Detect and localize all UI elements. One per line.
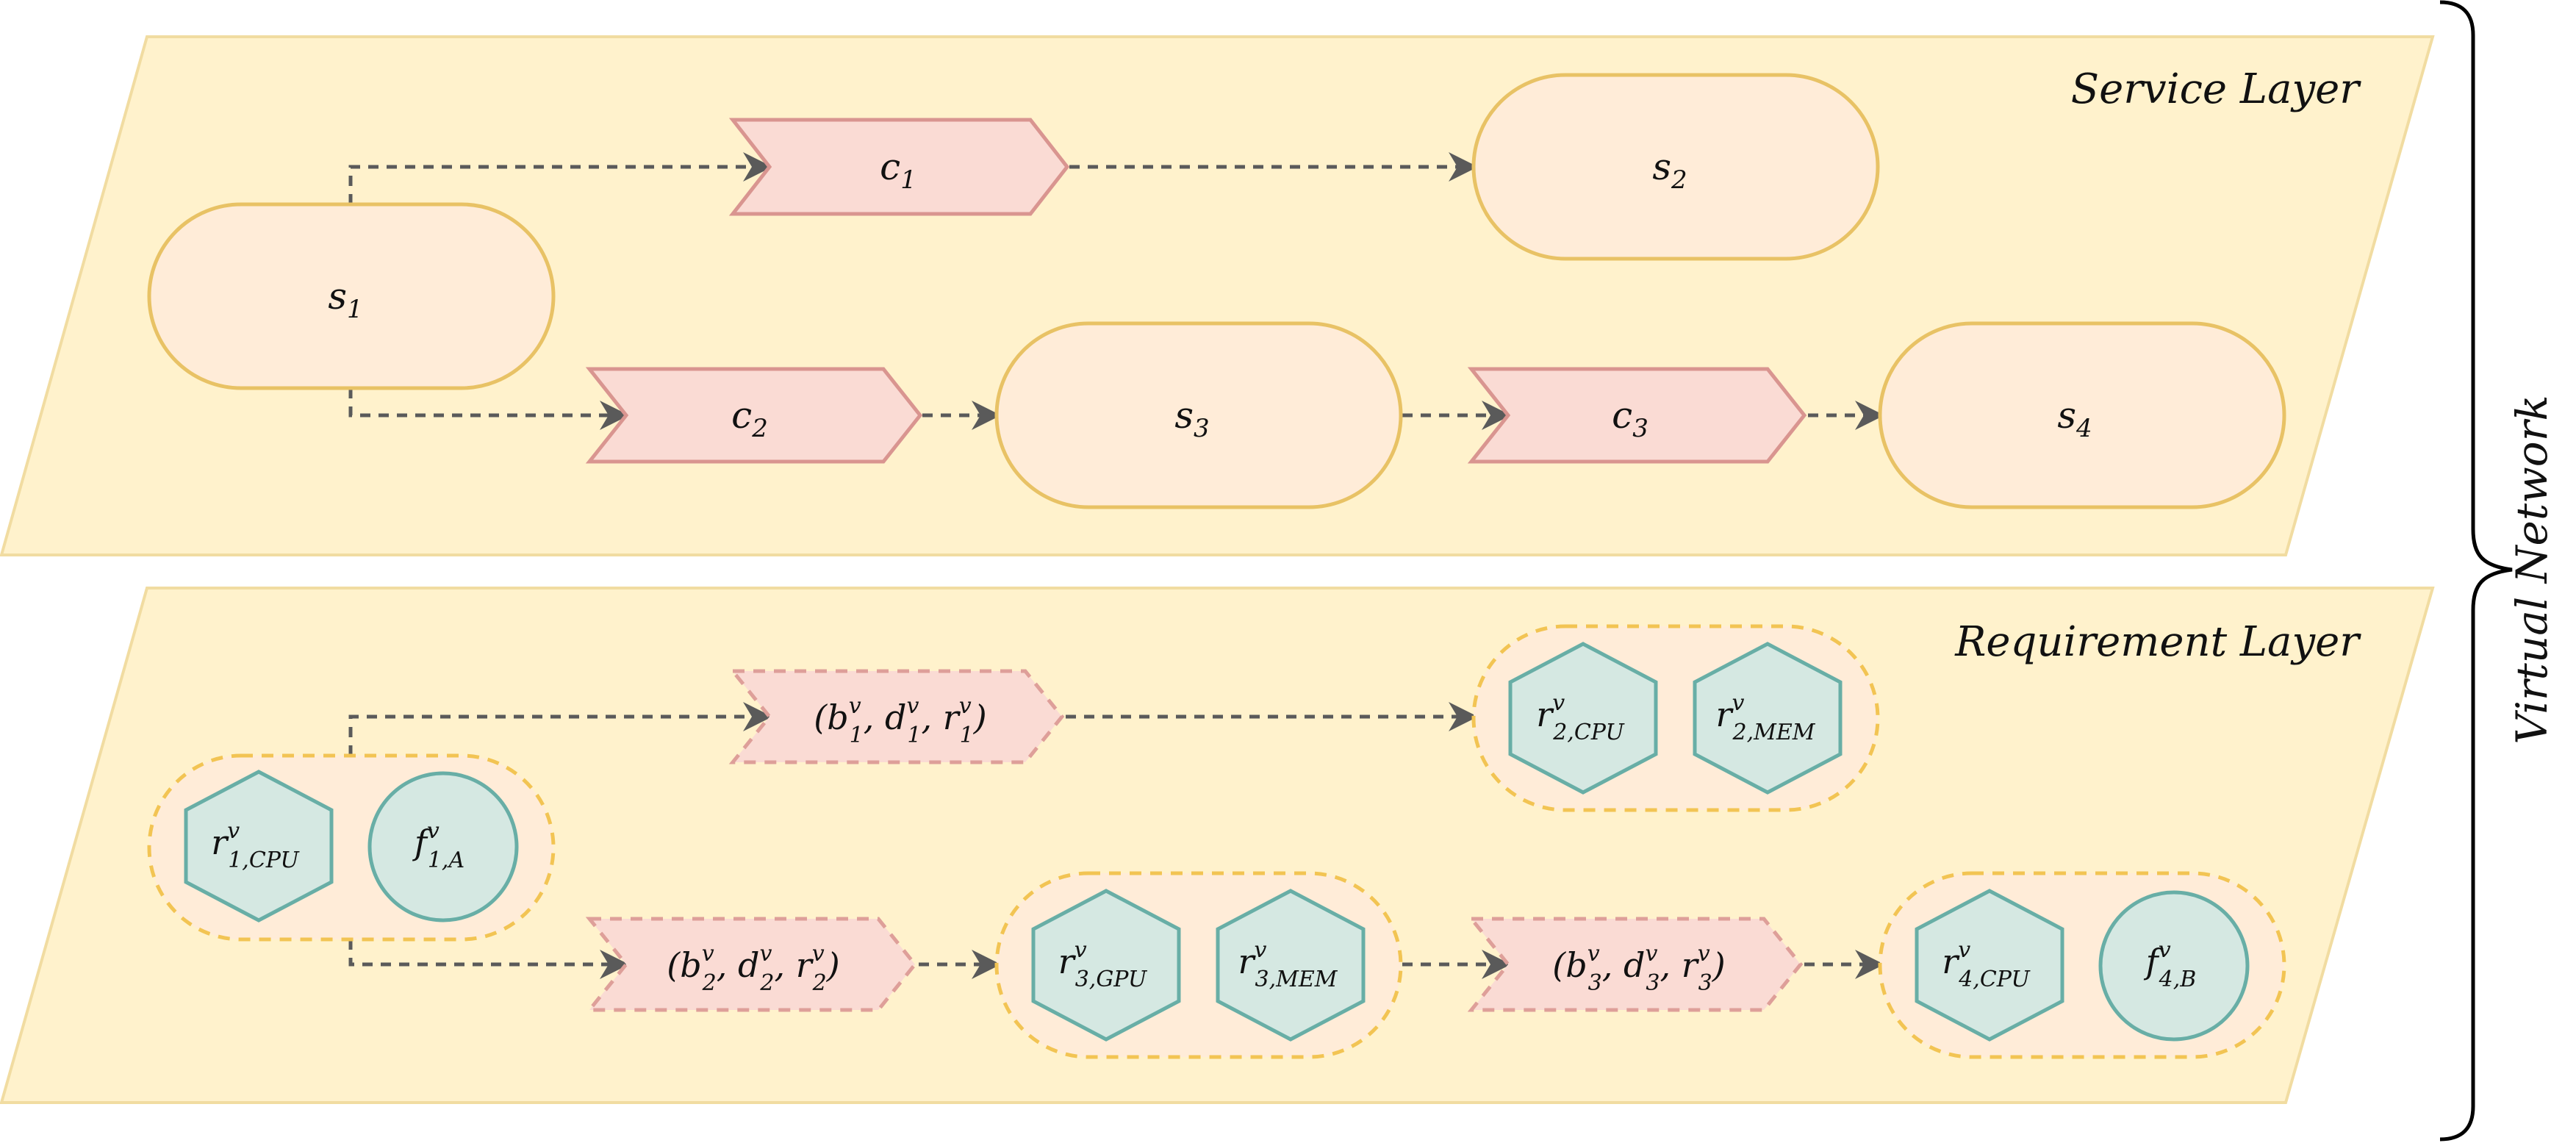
requirement-layer-title: Requirement Layer — [1954, 618, 2361, 666]
edge-s1-c1 — [348, 152, 772, 204]
channel-node-c1: c1 — [728, 118, 1070, 216]
svg-text:s1: s1 — [328, 275, 362, 324]
service-node-s2: s2 — [1471, 73, 1880, 261]
svg-text:fv4,B: fv4,B — [2144, 937, 2197, 992]
channel-node-c3: c3 — [1467, 367, 1807, 464]
channel-node-c2: c2 — [585, 367, 923, 464]
svg-text:c2: c2 — [731, 394, 768, 443]
svg-text:rv2,CPU: rv2,CPU — [1536, 690, 1625, 745]
req-edge-1-link1 — [348, 702, 772, 756]
svg-text:rv2,MEM: rv2,MEM — [1716, 690, 1816, 745]
req-edge-1-link2 — [348, 939, 629, 979]
svg-text:rv3,MEM: rv3,MEM — [1238, 937, 1338, 992]
svg-text:rv4,CPU: rv4,CPU — [1942, 937, 2031, 992]
svg-text:s4: s4 — [2057, 394, 2092, 443]
virtual-network-label: Virtual Network — [2507, 395, 2557, 744]
svg-text:rv3,GPU: rv3,GPU — [1058, 937, 1148, 992]
service-node-s1: s1 — [147, 202, 556, 390]
svg-text:c3: c3 — [1612, 394, 1648, 443]
virtual-network-brace: Virtual Network — [2439, 0, 2557, 1142]
svg-text:rv1,CPU: rv1,CPU — [211, 818, 300, 873]
service-layer: Service Layer s1 s2 s3 s4 c1 — [0, 35, 2435, 556]
service-layer-title: Service Layer — [2071, 65, 2361, 113]
svg-text:fv1,A: fv1,A — [412, 818, 464, 873]
svg-text:s2: s2 — [1652, 146, 1687, 195]
service-node-s3: s3 — [994, 321, 1403, 509]
svg-text:s3: s3 — [1174, 394, 1209, 443]
svg-text:c1: c1 — [880, 146, 916, 195]
service-node-s4: s4 — [1878, 321, 2286, 509]
edge-s1-c2 — [348, 388, 629, 430]
